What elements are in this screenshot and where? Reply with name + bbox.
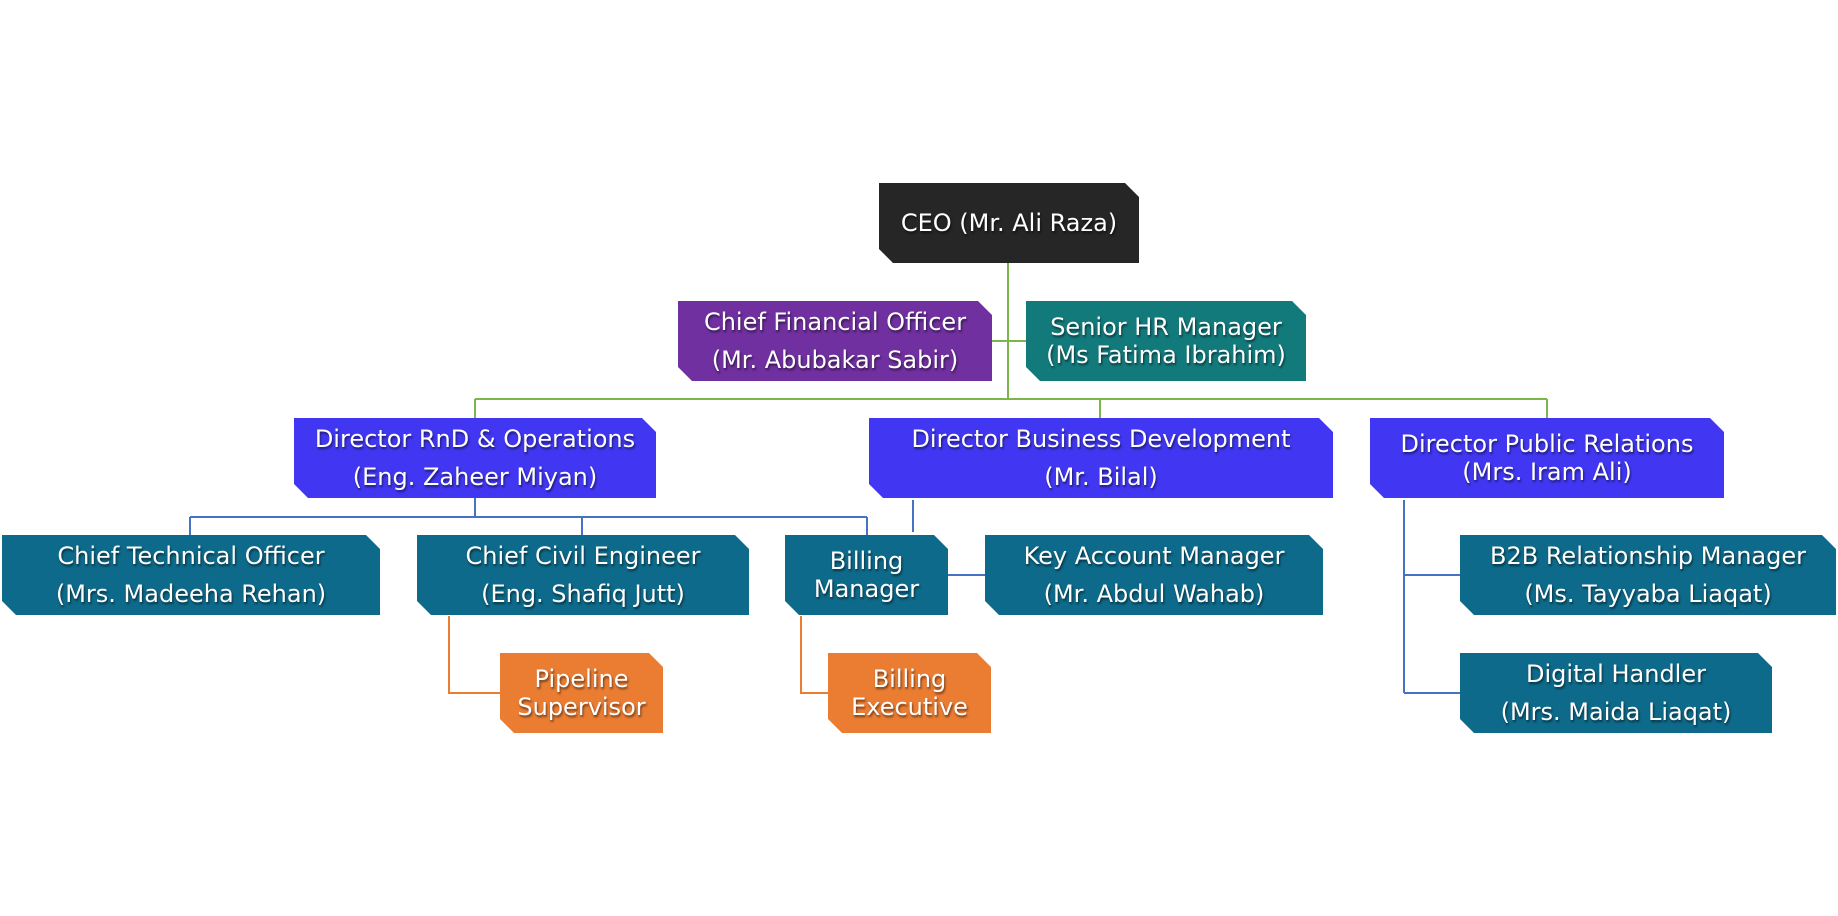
- pipeline-supervisor-node[interactable]: Pipeline Supervisor: [500, 653, 663, 733]
- cfo-node[interactable]: Chief Financial Officer (Mr. Abubakar Sa…: [678, 301, 992, 381]
- dir-bd-person: (Mr. Bilal): [1044, 463, 1158, 491]
- kam-title: Key Account Manager: [1023, 542, 1285, 570]
- billing-manager-line2: Manager: [813, 575, 920, 603]
- dir-bd-title: Director Business Development: [911, 425, 1291, 453]
- digital-handler-title: Digital Handler: [1526, 660, 1706, 688]
- billing-executive-node[interactable]: Billing Executive: [828, 653, 991, 733]
- pipeline-supervisor-line2: Supervisor: [517, 693, 646, 721]
- connector-to-billing-exec: [800, 616, 828, 694]
- dir-pr-person: (Mrs. Iram Ali): [1462, 458, 1632, 486]
- cce-person: (Eng. Shafiq Jutt): [481, 580, 685, 608]
- billing-executive-line2: Executive: [851, 693, 968, 721]
- billing-executive-line1: Billing: [872, 665, 947, 693]
- cfo-person: (Mr. Abubakar Sabir): [711, 346, 959, 374]
- kam-person: (Mr. Abdul Wahab): [1043, 580, 1265, 608]
- cfo-title: Chief Financial Officer: [703, 308, 967, 336]
- dir-rnd-person: (Eng. Zaheer Miyan): [352, 463, 598, 491]
- dir-pr-title: Director Public Relations: [1400, 430, 1694, 458]
- cto-person: (Mrs. Madeeha Rehan): [55, 580, 327, 608]
- hr-node[interactable]: Senior HR Manager (Ms Fatima Ibrahim): [1026, 301, 1306, 381]
- ceo-node[interactable]: CEO (Mr. Ali Raza): [879, 183, 1139, 263]
- ceo-title: CEO (Mr. Ali Raza): [900, 209, 1118, 237]
- hr-title: Senior HR Manager: [1050, 313, 1282, 341]
- cto-title: Chief Technical Officer: [57, 542, 325, 570]
- billing-manager-node[interactable]: Billing Manager: [785, 535, 948, 615]
- connector-to-pipeline: [448, 616, 500, 694]
- pipeline-supervisor-line1: Pipeline: [534, 665, 629, 693]
- b2b-person: (Ms. Tayyaba Liaqat): [1524, 580, 1772, 608]
- dir-rnd-node[interactable]: Director RnD & Operations (Eng. Zaheer M…: [294, 418, 656, 498]
- billing-manager-line1: Billing: [829, 547, 904, 575]
- cto-node[interactable]: Chief Technical Officer (Mrs. Madeeha Re…: [2, 535, 380, 615]
- dir-pr-node[interactable]: Director Public Relations (Mrs. Iram Ali…: [1370, 418, 1724, 498]
- b2b-node[interactable]: B2B Relationship Manager (Ms. Tayyaba Li…: [1460, 535, 1836, 615]
- dir-rnd-title: Director RnD & Operations: [314, 425, 636, 453]
- b2b-title: B2B Relationship Manager: [1490, 542, 1806, 570]
- digital-handler-person: (Mrs. Maida Liaqat): [1500, 698, 1732, 726]
- cce-title: Chief Civil Engineer: [465, 542, 701, 570]
- hr-person: (Ms Fatima Ibrahim): [1046, 341, 1286, 369]
- digital-handler-node[interactable]: Digital Handler (Mrs. Maida Liaqat): [1460, 653, 1772, 733]
- cce-node[interactable]: Chief Civil Engineer (Eng. Shafiq Jutt): [417, 535, 749, 615]
- dir-bd-node[interactable]: Director Business Development (Mr. Bilal…: [869, 418, 1333, 498]
- kam-node[interactable]: Key Account Manager (Mr. Abdul Wahab): [985, 535, 1323, 615]
